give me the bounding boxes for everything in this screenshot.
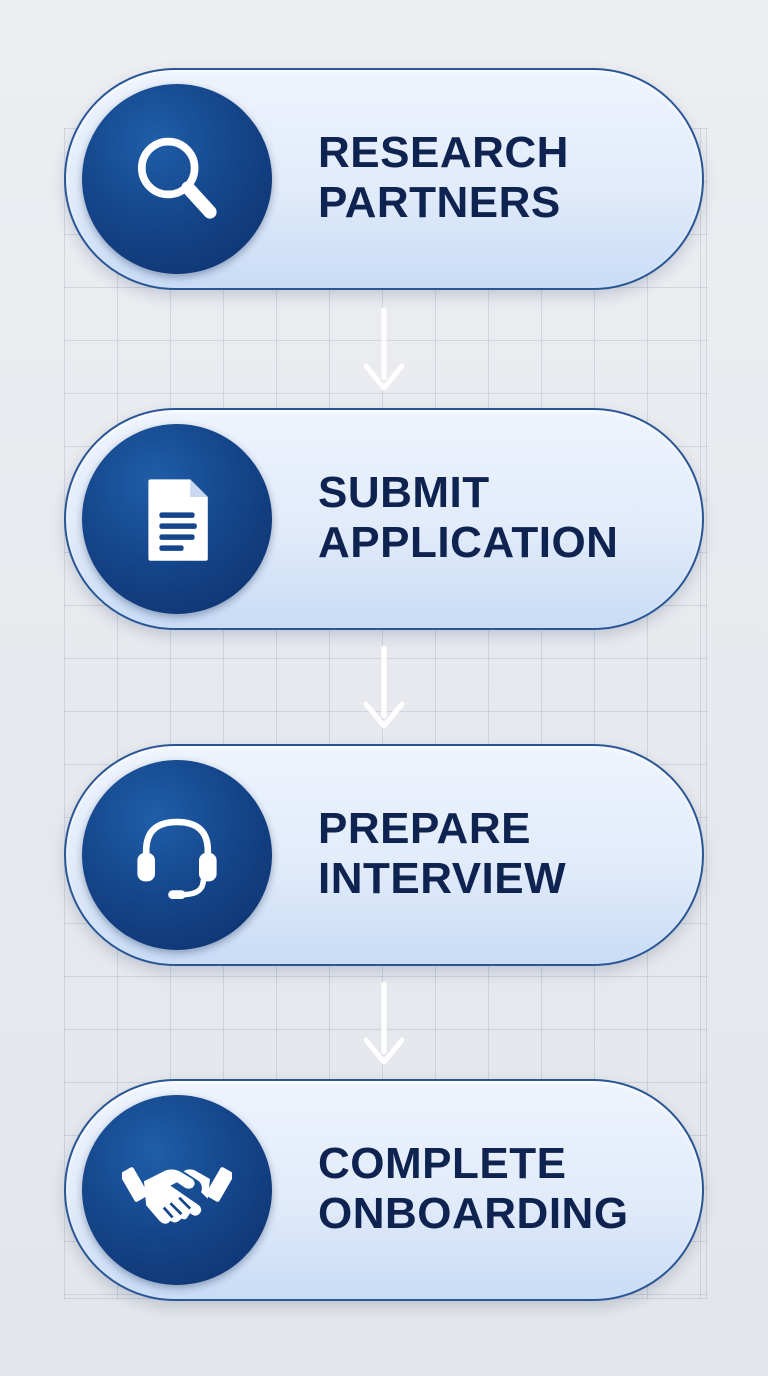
step-label-line2: APPLICATION (318, 518, 619, 567)
down-arrow-icon (363, 981, 405, 1065)
step-label-line1: SUBMIT (318, 468, 490, 517)
step-label-line1: PREPARE (318, 804, 531, 853)
step-icon-badge (82, 1095, 272, 1285)
document-icon (148, 479, 208, 561)
headset-icon (137, 818, 217, 899)
magnifier-icon (137, 137, 217, 219)
step-label: PREPARE INTERVIEW (318, 804, 566, 904)
step-label-line1: RESEARCH (318, 128, 569, 177)
step-label-line1: COMPLETE (318, 1139, 567, 1188)
step-icon-badge (82, 760, 272, 950)
step-icon-badge (82, 424, 272, 614)
handshake-icon (122, 1167, 232, 1224)
step-research-partners: RESEARCH PARTNERS (64, 68, 704, 290)
step-label-line2: INTERVIEW (318, 854, 567, 903)
down-arrow-icon (363, 307, 405, 391)
down-arrow-icon (363, 645, 405, 729)
step-label: SUBMIT APPLICATION (318, 468, 618, 568)
step-complete-onboarding: COMPLETE ONBOARDING (64, 1079, 704, 1301)
step-icon-badge (82, 84, 272, 274)
step-label-line2: PARTNERS (318, 178, 561, 227)
step-submit-application: SUBMIT APPLICATION (64, 408, 704, 630)
step-label-line2: ONBOARDING (318, 1189, 629, 1238)
step-label: RESEARCH PARTNERS (318, 128, 569, 228)
step-label: COMPLETE ONBOARDING (318, 1139, 629, 1239)
step-prepare-interview: PREPARE INTERVIEW (64, 744, 704, 966)
